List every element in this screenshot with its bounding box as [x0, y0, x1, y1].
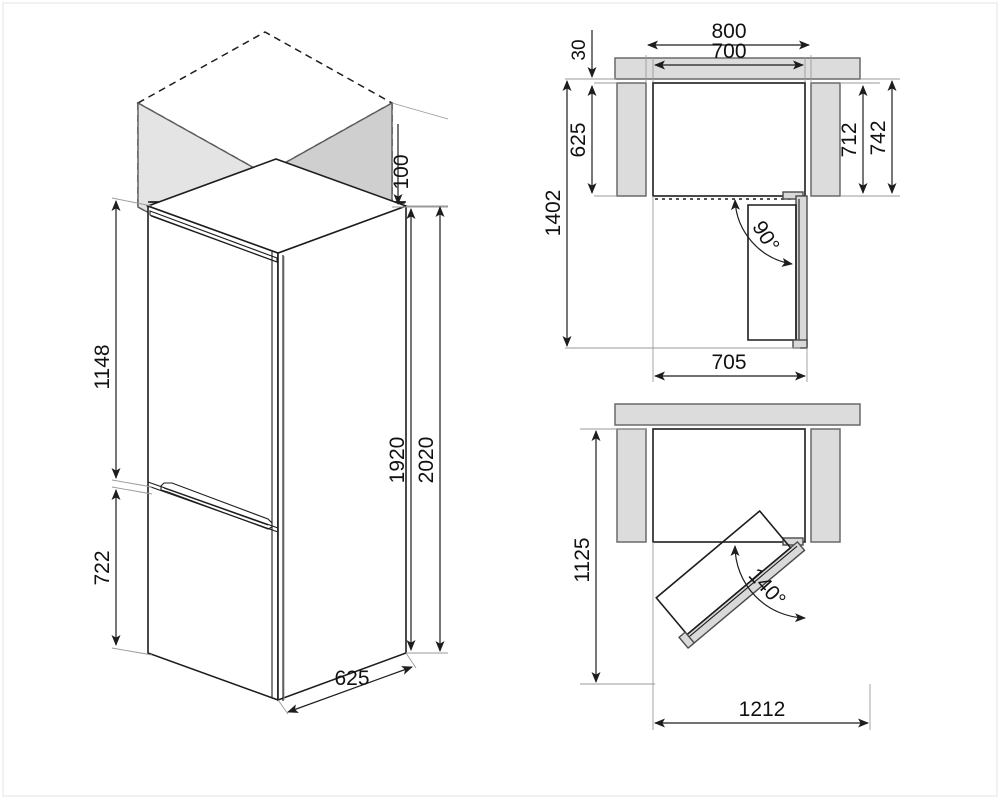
dim-iso-722: 722 [91, 486, 153, 656]
dim-label-swing-width: 1212 [739, 698, 786, 721]
dim-plan90-705: 705 [652, 196, 808, 382]
dim-label-wall-clearance: 30 [569, 39, 590, 60]
dim-label-clearance-depth: 1125 [571, 537, 594, 582]
dim-plan90-800: 800 [645, 20, 812, 82]
dim-plan90-742: 742 [860, 78, 900, 197]
plan-view-90: 90° 800 700 30 [542, 20, 900, 382]
dim-label-total-depth: 1402 [542, 190, 565, 237]
cabinet-panel-left-140 [616, 428, 647, 543]
dim-label-body-width: 700 [711, 40, 746, 63]
back-wall-140 [614, 403, 861, 426]
dim-label-niche-height: 2020 [415, 437, 438, 484]
dim-iso-1148: 1148 [91, 197, 153, 488]
isometric-view: 1148 722 625 100 [91, 31, 449, 715]
dim-label-depth: 625 [334, 667, 369, 690]
dim-plan90-30: 30 [569, 30, 616, 84]
dim-label-door-open-width: 705 [711, 351, 746, 374]
dim-label-body-height: 1920 [386, 437, 409, 484]
dim-plan90-1402: 1402 [542, 78, 800, 349]
angle-label-90: 90° [747, 217, 783, 256]
cabinet-panel-right [810, 82, 841, 197]
dim-label-depth-door: 712 [838, 122, 861, 157]
dim-label-vent-gap: 100 [390, 154, 413, 189]
dim-label-niche-width: 800 [711, 20, 746, 43]
door-leaf-140 [655, 509, 806, 650]
cabinet-panel-right-140 [810, 428, 841, 543]
dim-plan140-1125: 1125 [571, 428, 655, 685]
door-swing-arc-90: 90° [730, 199, 793, 267]
dim-label-depth-door-handle: 742 [867, 120, 890, 155]
dim-label-fridge-height: 1148 [91, 344, 114, 389]
dim-plan90-625: 625 [567, 82, 616, 197]
dim-label-body-depth: 625 [567, 122, 590, 157]
cabinet-panel-left [616, 82, 647, 197]
plan-view-140: 140° 1125 1212 [571, 403, 871, 730]
appliance-body [145, 158, 409, 702]
dim-label-freezer-height: 722 [91, 550, 114, 585]
appliance-plan-body [652, 82, 806, 197]
dim-iso-2020: 2020 [406, 205, 448, 654]
dim-iso-100: 100 [390, 102, 449, 208]
appliance-plan-body-140 [652, 428, 806, 543]
door-leaf-90 [747, 195, 808, 349]
dim-plan90-700: 700 [652, 40, 806, 82]
dim-plan140-1212: 1212 [652, 542, 871, 730]
dim-iso-625: 625 [277, 652, 417, 715]
